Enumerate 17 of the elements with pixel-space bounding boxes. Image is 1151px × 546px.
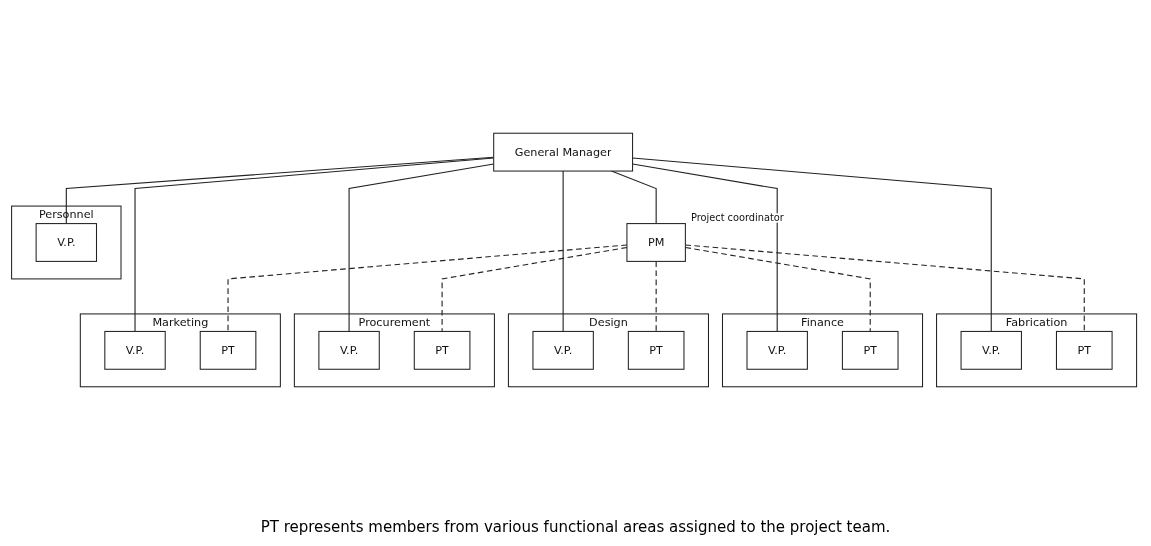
node-box: PT bbox=[1055, 330, 1113, 370]
node-box: PT bbox=[627, 330, 685, 370]
node-box: V.P. bbox=[35, 223, 98, 262]
node-box: V.P. bbox=[746, 330, 808, 370]
node-box: General Manager bbox=[493, 132, 634, 172]
caption: PT represents members from various functional areas assigned to the project team. bbox=[260, 518, 891, 536]
node-box: V.P. bbox=[532, 330, 594, 370]
node-box: V.P. bbox=[318, 330, 380, 370]
node-box: V.P. bbox=[960, 330, 1022, 370]
node-box: PM bbox=[626, 223, 686, 262]
node-box: V.P. bbox=[104, 330, 166, 370]
node-box: PT bbox=[841, 330, 899, 370]
node-box: PT bbox=[413, 330, 471, 370]
connector bbox=[562, 170, 564, 332]
node-box: PT bbox=[199, 330, 257, 370]
connector bbox=[655, 260, 657, 332]
connector bbox=[632, 163, 778, 332]
